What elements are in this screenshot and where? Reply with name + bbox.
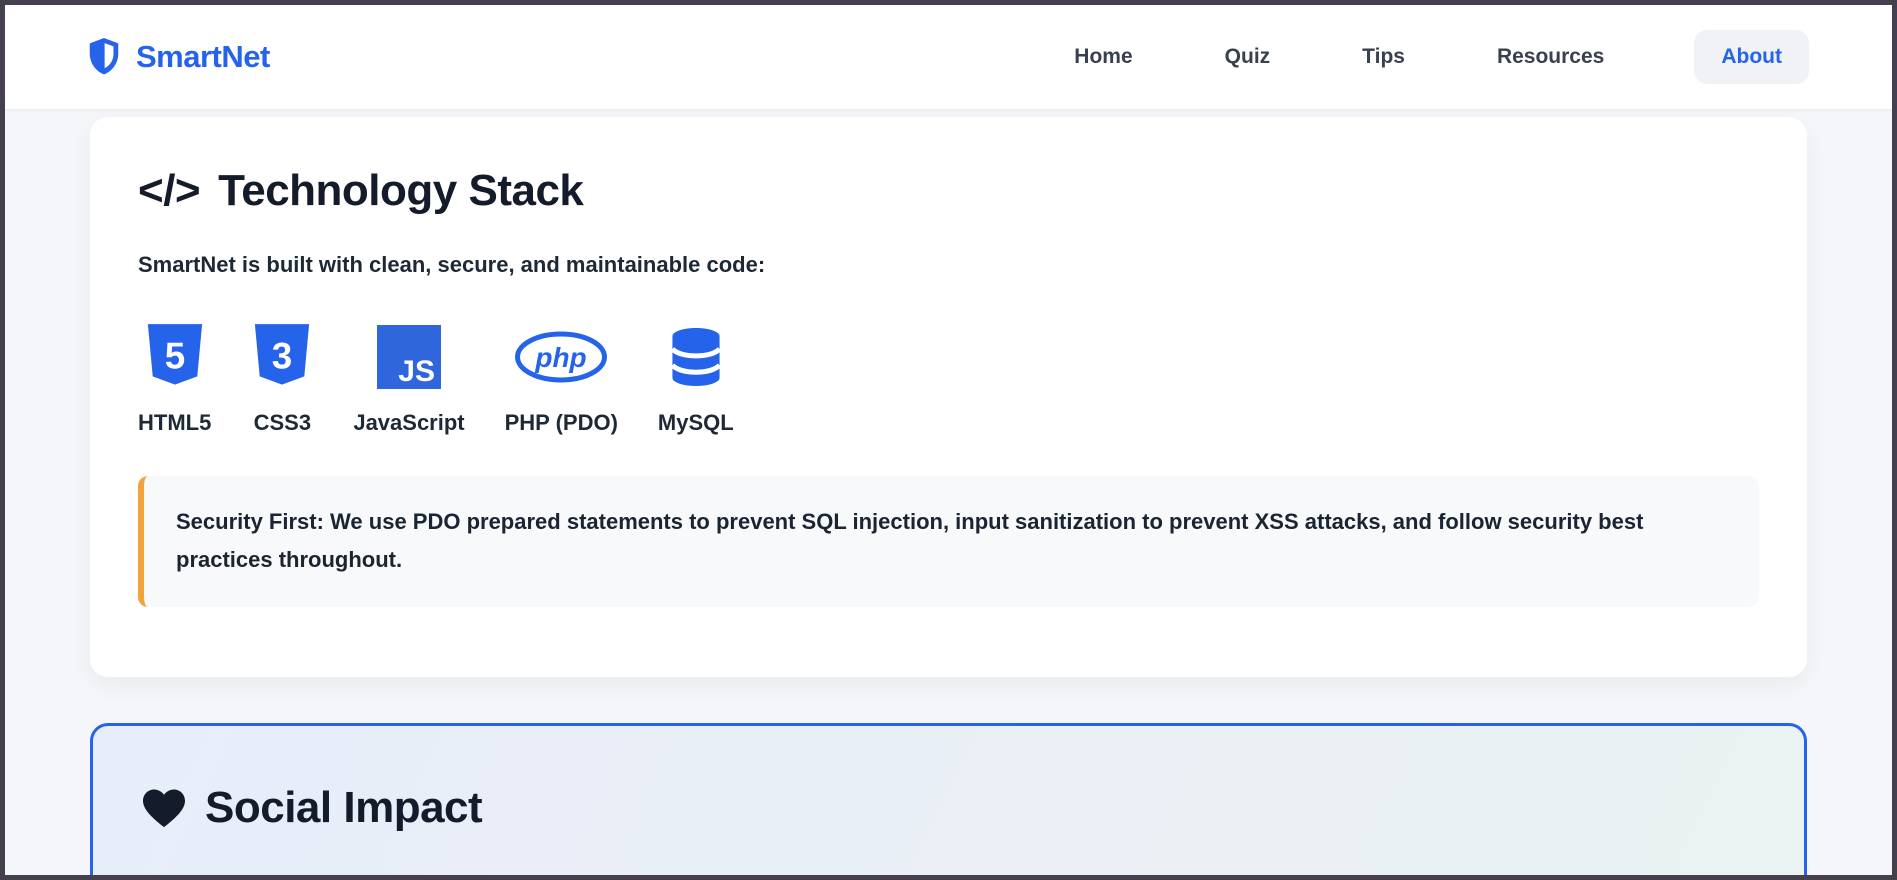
browser-viewport: SmartNet Home Quiz Tips Resources About … — [5, 5, 1892, 875]
site-header: SmartNet Home Quiz Tips Resources About — [5, 5, 1892, 109]
social-impact-card: Social Impact — [90, 722, 1807, 875]
social-impact-title-text: Social Impact — [205, 782, 483, 832]
nav-link-quiz[interactable]: Quiz — [1224, 45, 1271, 68]
tech-item-javascript: JS JavaScript — [353, 320, 465, 436]
nav-link-about[interactable]: About — [1694, 30, 1809, 84]
code-icon: </> — [138, 166, 201, 215]
technology-stack-card: </> Technology Stack SmartNet is built w… — [90, 117, 1807, 677]
tech-icons-row: 5 HTML5 3 CSS3 — [138, 320, 1759, 436]
svg-text:JS: JS — [398, 355, 435, 388]
tech-label-html5: HTML5 — [138, 409, 212, 435]
tech-label-php: PHP (PDO) — [504, 409, 618, 435]
technology-stack-title: </> Technology Stack — [138, 165, 1759, 218]
tech-item-php: php PHP (PDO) — [505, 320, 618, 436]
nav-link-home[interactable]: Home — [1074, 45, 1133, 68]
technology-stack-title-text: Technology Stack — [218, 166, 584, 215]
page-main: </> Technology Stack SmartNet is built w… — [5, 109, 1892, 875]
svg-text:3: 3 — [272, 335, 292, 376]
svg-text:5: 5 — [164, 335, 184, 376]
brand-logo[interactable]: SmartNet — [85, 35, 270, 79]
social-impact-title: Social Impact — [141, 782, 1756, 835]
main-nav: Home Quiz Tips Resources About — [1074, 30, 1809, 84]
js-square-icon: JS — [376, 320, 441, 394]
database-icon — [667, 320, 725, 394]
brand-name: SmartNet — [136, 39, 270, 74]
tech-label-css3: CSS3 — [253, 409, 312, 435]
security-note-text: We use PDO prepared statements to preven… — [176, 508, 1644, 573]
tech-item-mysql: MySQL — [658, 320, 734, 436]
css3-badge-icon: 3 — [251, 320, 313, 394]
nav-link-tips[interactable]: Tips — [1362, 45, 1405, 68]
security-note-label: Security First: — [176, 508, 324, 534]
nav-link-resources[interactable]: Resources — [1496, 45, 1605, 68]
tech-label-javascript: JavaScript — [353, 409, 465, 435]
tech-item-html5: 5 HTML5 — [138, 320, 211, 436]
security-note: Security First: We use PDO prepared stat… — [138, 475, 1759, 607]
heart-icon — [141, 787, 187, 829]
shield-icon — [85, 35, 123, 79]
svg-text:php: php — [535, 342, 587, 373]
tech-label-mysql: MySQL — [657, 409, 734, 435]
html5-badge-icon: 5 — [144, 320, 206, 394]
php-ellipse-icon: php — [513, 320, 609, 394]
tech-item-css3: 3 CSS3 — [251, 320, 313, 436]
tech-intro-text: SmartNet is built with clean, secure, an… — [138, 251, 766, 277]
